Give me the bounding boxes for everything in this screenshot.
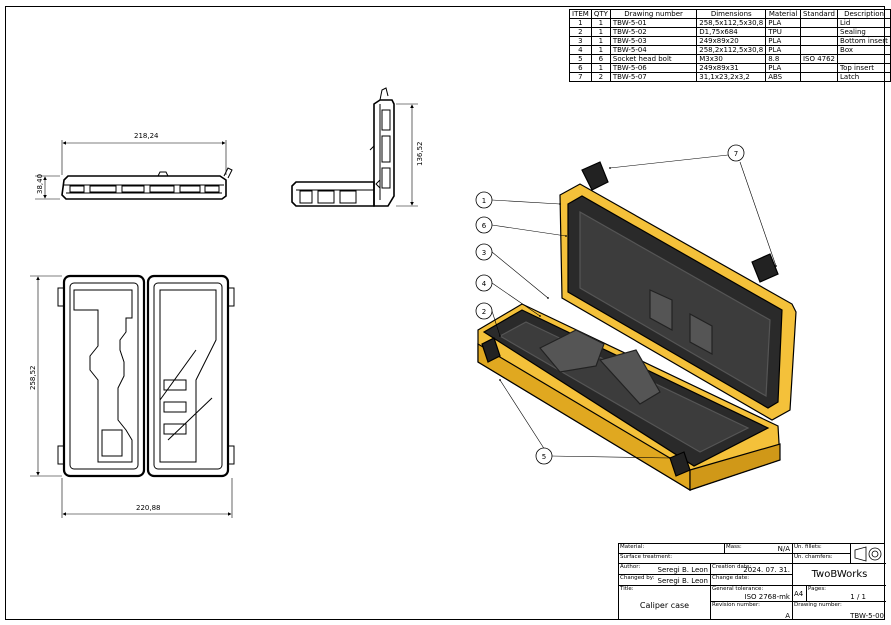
tb-drawing-no-value: TBW-5-00 [850,612,884,620]
tb-fillets-cell: Un. fillets: [793,544,851,554]
balloon-6-label: 6 [482,222,487,230]
drawing-frame [5,6,885,620]
balloon-5-label: 5 [542,453,546,461]
tb-pages-value: 1 / 1 [850,593,866,601]
tb-revision-cell: Revision number: A [711,602,793,620]
balloon-1-label: 1 [482,197,486,205]
tb-tolerance-cell: General tolerance: ISO 2768-mk [711,586,793,602]
tb-change-date-cell: Change date: [711,575,793,586]
balloon-7-label: 7 [734,150,738,158]
balloon-6: 6 [475,216,493,234]
side-view-dimensions [396,103,418,207]
balloon-4: 4 [475,274,493,292]
tb-paper-size: A4 [794,590,804,598]
dim-top-height: 258,52 [29,366,37,391]
tb-material-cell: Material: [619,544,725,554]
bom-cell: TBW-5-07 [609,72,698,82]
tb-changed-cell: Changed by: Seregi B. Leon [619,575,711,586]
tb-material-label: Material: [620,544,645,550]
tb-surface-cell: Surface treatment: [619,554,793,564]
tb-tolerance-value: ISO 2768-mk [744,593,790,601]
tb-author-label: Author: [620,564,641,570]
bom-cell [799,72,839,82]
tb-drawing-no-label: Drawing number: [794,602,842,608]
dim-side-height: 136,52 [416,142,424,167]
dim-top-width: 220,88 [136,504,161,512]
balloon-1: 1 [475,191,493,209]
tb-mass-value: N/A [777,545,790,553]
bill-of-materials: ITEM QTY Drawing number Dimensions Mater… [569,9,891,82]
tb-chamfers-cell: Un. chamfers: [793,554,851,564]
balloon-3: 3 [475,243,493,261]
balloon-5: 5 [535,447,553,465]
top-view-dimensions [30,275,233,518]
tb-pages-cell: Pages: 1 / 1 [807,586,886,602]
balloon-4-label: 4 [482,280,487,288]
isometric-view [477,161,797,492]
tb-paper-size-cell: A4 [793,586,807,602]
bom-header-row: ITEM QTY Drawing number Dimensions Mater… [569,9,891,19]
tb-author-cell: Author: Seregi B. Leon [619,564,711,575]
front-view-dimensions [35,140,227,200]
dim-front-height: 38,40 [36,174,44,194]
tb-change-date-label: Change date: [712,575,750,581]
tb-company-cell: TwoBWorks [793,564,886,586]
tb-mass-label: Mass: [726,544,742,550]
tb-pages-label: Pages: [808,586,827,592]
tb-projection-cell [851,544,886,564]
tb-drawing-no-cell: Drawing number: TBW-5-00 [793,602,886,620]
projection-symbol-icon [854,546,882,562]
balloon-7: 7 [727,144,745,162]
tb-company: TwoBWorks [811,569,868,580]
tb-chamfers-label: Un. chamfers: [794,554,833,560]
front-view [61,167,233,200]
tb-creation-cell: Creation date: 2024. 07. 31. [711,564,793,575]
balloon-2: 2 [475,302,493,320]
tb-creation-label: Creation date: [712,564,752,570]
tb-changed-label: Changed by: [620,575,655,581]
tb-author-value: Seregi B. Leon [657,566,708,574]
tb-title-value: Caliper case [639,601,690,610]
title-block: Material: Mass: N/A Un. fillets: Surface… [618,543,886,620]
tb-creation-value: 2024. 07. 31. [743,566,790,574]
side-view [291,87,395,207]
top-view [57,274,235,478]
tb-revision-value: A [785,612,790,620]
tb-revision-label: Revision number: [712,602,760,608]
bom-cell: 31,1x23,2x3,2 [696,72,767,82]
tb-changed-value: Seregi B. Leon [657,577,708,585]
dim-front-width: 218,24 [134,132,159,140]
tb-surface-label: Surface treatment: [620,554,673,560]
tb-mass-cell: Mass: N/A [725,544,793,554]
balloon-2-label: 2 [482,308,486,316]
tb-title-cell: Title: Caliper case [619,586,711,620]
tb-fillets-label: Un. fillets: [794,544,822,550]
tb-title-label: Title: [620,586,634,592]
balloon-leaders [491,154,777,459]
bom-cell: Latch [837,72,891,82]
tb-tolerance-label: General tolerance: [712,586,764,592]
balloon-3-label: 3 [482,249,486,257]
